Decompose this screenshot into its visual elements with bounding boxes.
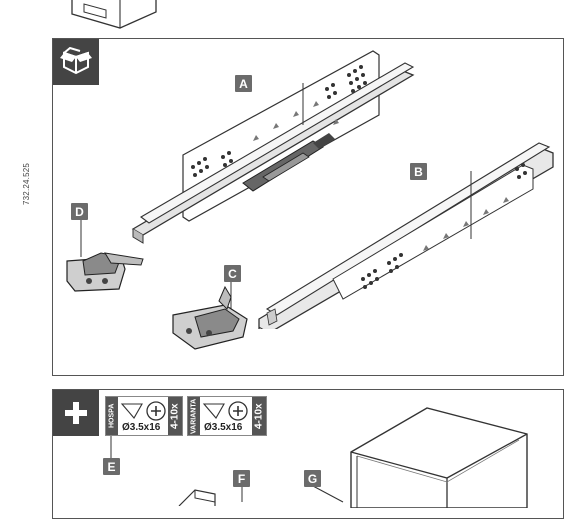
runner-b-illustration xyxy=(258,142,554,329)
label-a: A xyxy=(235,75,252,92)
clip-c-illustration xyxy=(172,275,248,350)
screw-icon xyxy=(120,401,166,421)
runner-a-illustration xyxy=(131,50,415,244)
part-f-illustration xyxy=(178,489,216,506)
leader-lines xyxy=(110,436,344,503)
label-d: D xyxy=(71,203,88,220)
parts-panel: A B D C xyxy=(52,38,564,376)
top-box-illustration xyxy=(71,0,157,29)
screw-size: Ø3.5x16 xyxy=(122,422,161,433)
label-g: G xyxy=(304,470,321,487)
drawer-box-illustration xyxy=(350,407,528,508)
label-e: E xyxy=(103,458,120,475)
label-c: C xyxy=(224,265,241,282)
label-b: B xyxy=(410,163,427,180)
screw-spec-varianta: VARIANTA Ø3.5x16 4-10x xyxy=(187,396,267,436)
plus-icon xyxy=(53,390,99,436)
screw-icon xyxy=(202,401,248,421)
clip-d-illustration xyxy=(66,217,144,292)
screw-size: Ø3.5x16 xyxy=(204,422,243,433)
open-box-icon xyxy=(53,39,99,85)
label-f: F xyxy=(233,470,250,487)
screw-spec-hospa: HOSPA Ø3.5x16 4-10x xyxy=(105,396,183,436)
accessories-panel: HOSPA Ø3.5x16 4-10x VARIANTA Ø3.5x16 4-1… xyxy=(52,389,564,519)
document-code: 732.24.525 xyxy=(22,162,31,205)
